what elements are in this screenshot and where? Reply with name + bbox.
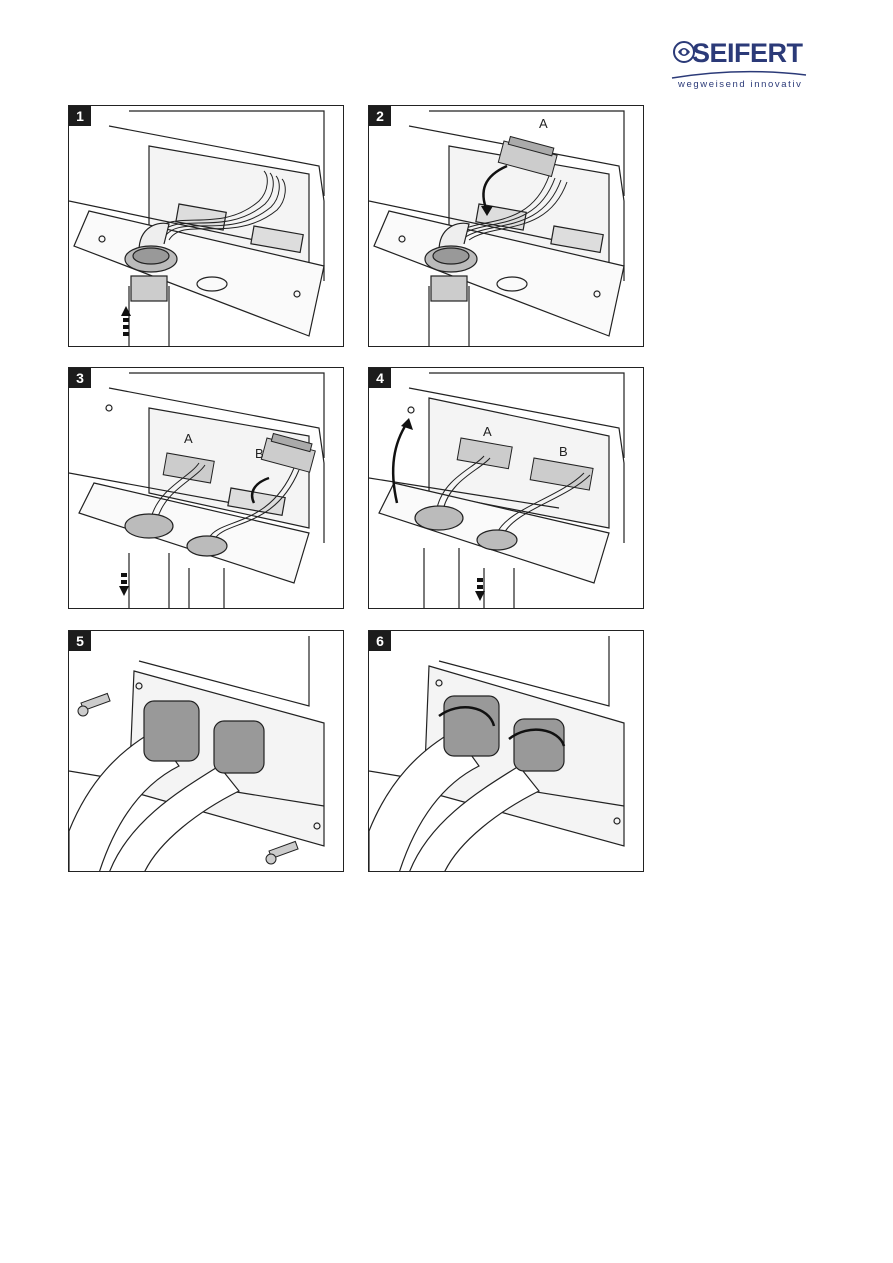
step-5-panel: 5 (68, 630, 344, 872)
step-3-panel: 3 A B (68, 367, 344, 609)
step-6-panel: 6 (368, 630, 644, 872)
step-3-number: 3 (69, 368, 91, 388)
step-1-number: 1 (69, 106, 91, 126)
step-4-label-b: B (559, 444, 568, 459)
step-2-illustration: A (369, 106, 644, 347)
step-3-label-a: A (184, 431, 193, 446)
step-5-illustration (69, 631, 344, 872)
step-5-number: 5 (69, 631, 91, 651)
brand-logo: SEIFERT wegweisend innovativ (670, 36, 810, 96)
step-6-number: 6 (369, 631, 391, 651)
step-1-illustration (69, 106, 344, 347)
step-2-panel: 2 A (368, 105, 644, 347)
step-6-illustration (369, 631, 644, 872)
step-3-illustration: A B (69, 368, 344, 609)
brand-tagline: wegweisend innovativ (678, 79, 802, 90)
step-4-illustration: A B (369, 368, 644, 609)
step-4-label-a: A (483, 424, 492, 439)
step-4-number: 4 (369, 368, 391, 388)
step-2-number: 2 (369, 106, 391, 126)
brand-name: SEIFERT (692, 38, 803, 69)
step-2-label-a: A (539, 116, 548, 131)
step-4-panel: 4 A B (368, 367, 644, 609)
step-3-label-b: B (255, 446, 264, 461)
step-1-panel: 1 (68, 105, 344, 347)
